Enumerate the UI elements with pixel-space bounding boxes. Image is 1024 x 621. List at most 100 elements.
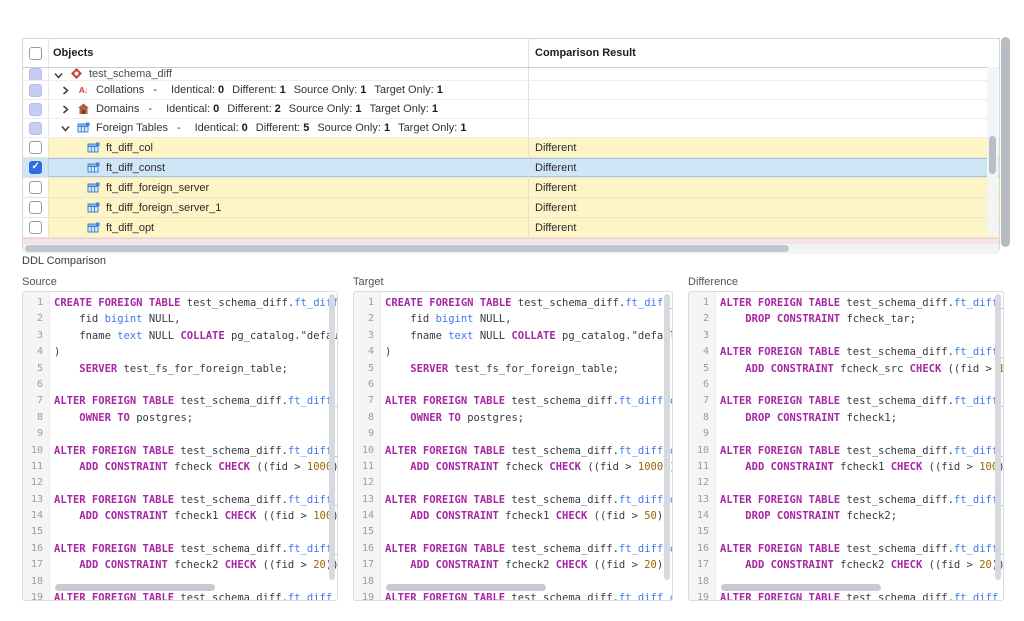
comparison-grid: Objects Comparison Result test_schema_di… xyxy=(22,38,1000,254)
object-name: ft_diff_const xyxy=(106,161,166,174)
foreign-table-icon xyxy=(76,121,90,135)
code-line: 17 ADD CONSTRAINT fcheck2 CHECK ((fid > … xyxy=(696,559,1003,572)
code-line: 17 ADD CONSTRAINT fcheck2 CHECK ((fid > … xyxy=(30,559,337,572)
chevron-right-icon[interactable] xyxy=(61,104,70,114)
code-line: 2 fid bigint NULL, xyxy=(36,313,181,326)
select-all-checkbox[interactable] xyxy=(29,46,42,60)
code-line: 3 xyxy=(702,329,709,341)
chevron-right-icon[interactable] xyxy=(61,85,70,95)
line-number-gutter xyxy=(689,292,716,600)
code-line: 6 xyxy=(702,378,709,390)
foreign-table-icon xyxy=(86,201,100,215)
editor-horizontal-scrollbar[interactable] xyxy=(55,584,215,591)
source-panel-title: Source xyxy=(22,276,57,288)
table-row-schema[interactable]: test_schema_diff xyxy=(23,68,999,81)
row-checkbox[interactable] xyxy=(29,221,42,234)
grid-header: Objects Comparison Result xyxy=(23,39,999,68)
code-line: 17 ADD CONSTRAINT fcheck2 CHECK ((fid > … xyxy=(361,559,670,572)
row-checkbox[interactable] xyxy=(29,201,42,214)
row-checkbox[interactable] xyxy=(29,181,42,194)
table-row-ft-diff-opt[interactable]: ft_diff_opt Different xyxy=(23,218,999,238)
code-line: 15 xyxy=(30,526,43,538)
table-row-ft-diff-foreign-server-1[interactable]: ft_diff_foreign_server_1 Different xyxy=(23,198,999,218)
comparison-result: Different xyxy=(528,198,999,217)
editor-vertical-scrollbar[interactable] xyxy=(995,294,1001,580)
window-vertical-scrollbar[interactable] xyxy=(1001,37,1010,247)
foreign-table-icon xyxy=(86,181,100,195)
code-line: 11 ADD CONSTRAINT fcheck CHECK ((fid > 1… xyxy=(361,460,672,473)
code-line: 8 DROP CONSTRAINT fcheck1; xyxy=(702,411,898,424)
table-row-partial-next[interactable] xyxy=(23,238,999,243)
table-row-ft-diff-foreign-server[interactable]: ft_diff_foreign_server Different xyxy=(23,178,999,198)
editor-horizontal-scrollbar[interactable] xyxy=(386,584,546,591)
row-checkbox[interactable] xyxy=(29,141,42,154)
row-checkbox[interactable] xyxy=(29,161,42,174)
column-header-objects[interactable]: Objects xyxy=(53,47,94,59)
code-line: 14 DROP CONSTRAINT fcheck2; xyxy=(696,510,898,523)
grid-vertical-scrollbar[interactable] xyxy=(987,67,998,235)
code-line: 8 OWNER TO postgres; xyxy=(367,411,525,424)
code-line: 9 xyxy=(367,428,374,440)
foreign-table-icon xyxy=(86,141,100,155)
editor-vertical-scrollbar[interactable] xyxy=(664,294,670,580)
group-checkbox[interactable] xyxy=(29,83,42,97)
code-line: 14 ADD CONSTRAINT fcheck1 CHECK ((fid > … xyxy=(361,510,670,523)
editor-horizontal-scrollbar[interactable] xyxy=(721,584,881,591)
schema-checkbox[interactable] xyxy=(29,68,42,80)
comparison-result: Different xyxy=(528,158,999,177)
schema-name: test_schema_diff xyxy=(89,68,172,80)
schema-icon xyxy=(69,68,83,80)
comparison-result: Different xyxy=(528,218,999,237)
table-row-ft-diff-col[interactable]: ft_diff_col Different xyxy=(23,138,999,158)
editor-vertical-scrollbar[interactable] xyxy=(329,294,335,580)
comparison-result: Different xyxy=(528,178,999,197)
column-header-comparison-result[interactable]: Comparison Result xyxy=(528,39,999,67)
object-name: ft_diff_foreign_server xyxy=(106,181,210,194)
code-line: 2 fid bigint NULL, xyxy=(367,313,512,326)
code-line: 3 fname text NULL COLLATE pg_catalog."de… xyxy=(36,329,338,342)
object-name: ft_diff_col xyxy=(106,141,153,154)
code-line: 18 xyxy=(696,575,709,587)
difference-panel-title: Difference xyxy=(688,276,738,288)
select-all-cell[interactable] xyxy=(23,39,49,67)
grid-horizontal-scrollbar[interactable] xyxy=(23,243,999,254)
scrollbar-thumb[interactable] xyxy=(25,245,789,252)
table-row-ft-diff-const[interactable]: ft_diff_const Different xyxy=(23,158,999,178)
chevron-down-icon[interactable] xyxy=(54,71,63,80)
code-line: 5 ADD CONSTRAINT fcheck_src CHECK ((fid … xyxy=(702,362,1004,375)
comparison-result: Different xyxy=(528,138,999,157)
group-checkbox[interactable] xyxy=(29,102,42,116)
code-line: 18 xyxy=(30,575,43,587)
code-line: 15 xyxy=(696,526,709,538)
code-line: 6 xyxy=(367,378,374,390)
chevron-down-icon[interactable] xyxy=(61,124,70,133)
collation-icon: A↓ xyxy=(78,85,88,95)
domain-icon xyxy=(76,102,90,116)
scrollbar-thumb[interactable] xyxy=(989,136,996,174)
group-checkbox[interactable] xyxy=(29,121,42,135)
